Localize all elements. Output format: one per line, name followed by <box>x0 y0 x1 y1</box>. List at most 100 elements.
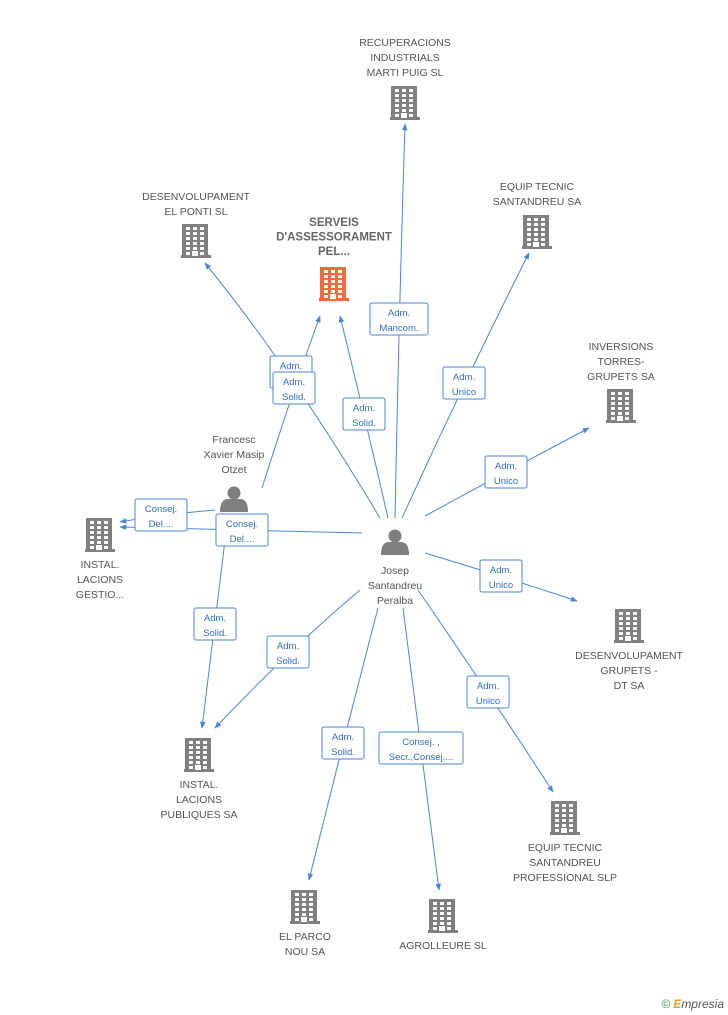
node-equip-professional[interactable]: EQUIP TECNIC SANTANDREU PROFESSIONAL SLP <box>513 801 617 884</box>
node-label-line: PUBLIQUES SA <box>160 809 237 821</box>
relation-label-text: Solid. <box>331 747 355 758</box>
node-el-parco[interactable]: EL PARCO NOU SA <box>279 890 331 958</box>
node-inversions[interactable]: INVERSIONS TORRES- GRUPETS SA <box>587 341 655 423</box>
relation-label-text: Mancom. <box>379 323 418 334</box>
relation-label[interactable]: Adm.Solid. <box>266 635 310 669</box>
building-icon <box>614 609 644 643</box>
relation-label-box <box>378 731 464 765</box>
node-label-line: PEL... <box>318 246 350 258</box>
relation-label-box <box>342 397 386 431</box>
relation-label[interactable]: Consej. , Secr.,Consej.... <box>378 731 464 765</box>
copyright-symbol: © <box>661 997 671 1011</box>
node-desenvolupament-ponti[interactable]: DESENVOLUPAMENT EL PONTI SL <box>142 191 250 258</box>
relation-label-text: Unico <box>476 696 500 707</box>
relation-label[interactable]: Adm.Solid. <box>342 397 386 431</box>
brand-initial: E <box>673 997 682 1011</box>
relation-label-text: Unico <box>494 476 518 487</box>
relation-label[interactable]: Adm. Mancom. <box>369 302 429 336</box>
node-label-line: GESTIO... <box>76 589 124 601</box>
relation-label-box <box>134 498 188 532</box>
footer-brand[interactable]: ©Empresia <box>661 997 724 1011</box>
node-label-line: EL PONTI SL <box>164 206 227 218</box>
relation-label-text: Adm. <box>453 372 475 383</box>
relation-label-box <box>215 513 269 547</box>
relation-label-text: Adm. <box>477 681 499 692</box>
relation-label-text: Adm. <box>388 308 410 319</box>
node-equip-tecnic[interactable]: EQUIP TECNIC SANTANDREU SA <box>493 181 582 249</box>
building-icon <box>550 801 580 835</box>
node-label-line: Francesc <box>212 434 255 446</box>
relation-label-text: Unico <box>489 580 513 591</box>
node-label-line: TORRES- <box>597 356 645 368</box>
building-icon <box>606 389 636 423</box>
relation-label-box <box>272 371 316 405</box>
node-serveis[interactable]: SERVEIS D'ASSESSORAMENT PEL... <box>276 217 392 301</box>
relation-label-box <box>479 559 523 593</box>
relation-label[interactable]: Adm. Solid. <box>272 371 316 405</box>
node-label-line: NOU SA <box>285 946 325 958</box>
relation-label-box <box>321 726 365 760</box>
building-icon <box>181 224 211 258</box>
node-label-line: DESENVOLUPAMENT <box>142 191 250 203</box>
relation-label-text: Unico <box>452 387 476 398</box>
relation-label-text: Adm. <box>332 732 354 743</box>
relation-label-box <box>466 675 510 709</box>
node-label-line: D'ASSESSORAMENT <box>276 232 392 244</box>
relation-label-text: Adm. <box>490 565 512 576</box>
building-icon <box>390 86 420 120</box>
relation-label[interactable]: Adm. Unico <box>479 559 523 593</box>
relation-label[interactable]: Adm. Solid. <box>321 726 365 760</box>
relation-label-text: Adm. <box>283 377 305 388</box>
building-icon <box>85 518 115 552</box>
person-icon <box>220 486 248 512</box>
node-label-line: SERVEIS <box>309 217 359 229</box>
relation-label[interactable]: Adm.Solid. <box>193 607 237 641</box>
node-label-line: MARTI PUIG SL <box>367 67 444 79</box>
node-label-line: Otzet <box>221 464 246 476</box>
node-label-line: LACIONS <box>77 574 123 586</box>
node-label-line: SANTANDREU SA <box>493 196 582 208</box>
node-label-line: SANTANDREU <box>529 857 601 869</box>
node-agrolleure[interactable]: AGROLLEURE SL <box>399 899 487 952</box>
building-icon <box>428 899 458 933</box>
relation-label-box <box>484 455 528 489</box>
node-label-line: EQUIP TECNIC <box>500 181 575 193</box>
node-instal-gestio[interactable]: INSTAL.LACIONSGESTIO... <box>76 518 124 601</box>
relation-label-box <box>193 607 237 641</box>
relation-label-text: Del.... <box>230 534 255 545</box>
node-label-line: INSTAL. <box>180 779 219 791</box>
relation-label-box <box>442 366 486 400</box>
node-label-line: GRUPETS SA <box>587 371 655 383</box>
relation-label-text: Solid. <box>203 628 227 639</box>
brand-name: mpresia <box>681 997 724 1011</box>
relation-label-text: Consej. <box>226 519 258 530</box>
node-label-line: Xavier Masip <box>204 449 265 461</box>
relation-label-text: Solid. <box>282 392 306 403</box>
relation-label[interactable]: Adm.Unico <box>484 455 528 489</box>
node-label-line: INDUSTRIALS <box>370 52 439 64</box>
node-label-line: EL PARCO <box>279 931 331 943</box>
relation-label-text: Consej. , <box>402 737 440 748</box>
relation-label[interactable]: Consej.Del.... <box>134 498 188 532</box>
relation-label[interactable]: Adm. Unico <box>442 366 486 400</box>
relation-label-text: Secr.,Consej.... <box>389 752 453 763</box>
relation-label-text: Del.... <box>149 519 174 530</box>
relation-label[interactable]: Consej. Del.... <box>215 513 269 547</box>
building-icon <box>522 215 552 249</box>
node-label-line: Santandreu <box>368 580 422 592</box>
relation-label-box <box>266 635 310 669</box>
building-icon <box>290 890 320 924</box>
node-label-line: INVERSIONS <box>589 341 654 353</box>
node-label-line: DESENVOLUPAMENT <box>575 650 683 662</box>
node-label-line: Peralba <box>377 595 413 607</box>
relation-label[interactable]: Adm. Unico <box>466 675 510 709</box>
node-label-line: DT SA <box>614 680 645 692</box>
node-label-line: PROFESSIONAL SLP <box>513 872 617 884</box>
node-label-line: EQUIP TECNIC <box>528 842 603 854</box>
